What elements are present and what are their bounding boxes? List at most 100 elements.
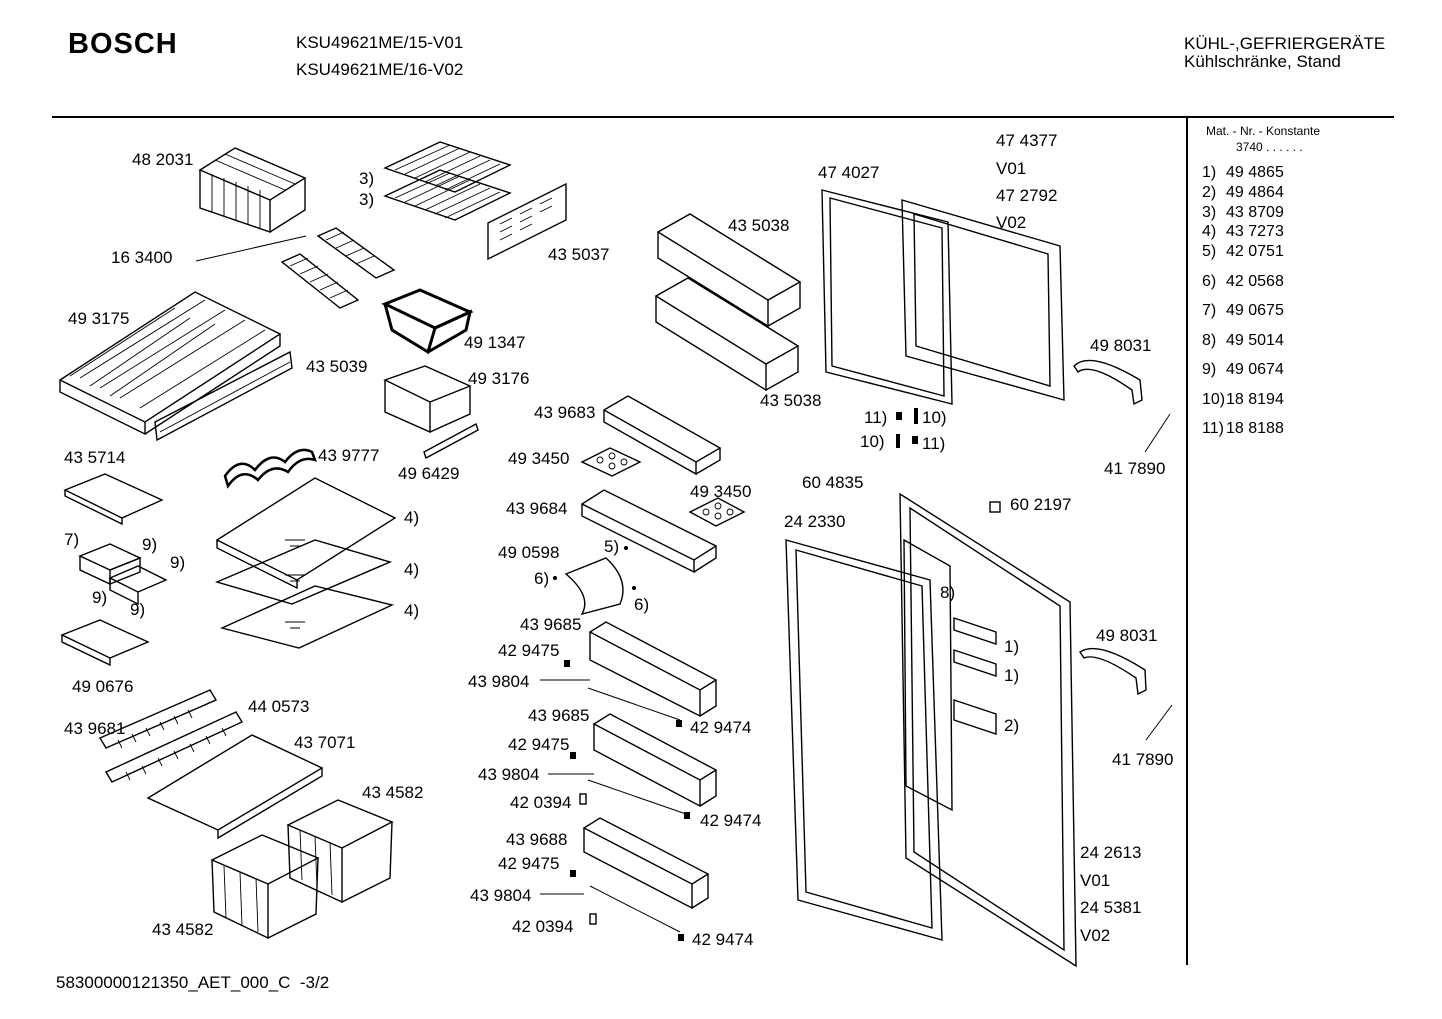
- legend-divider: [1186, 117, 1188, 965]
- label-439685-a: 43 9685: [520, 615, 581, 634]
- legend-key: 8): [1202, 332, 1217, 349]
- glass-plate-437071-drawing: [146, 734, 324, 840]
- fridge-door-drawing: [785, 492, 1077, 968]
- label-417890-top: 41 7890: [1104, 459, 1165, 478]
- label-490676: 49 0676: [72, 677, 133, 696]
- label-490598: 49 0598: [498, 543, 559, 562]
- label-note-7: 7): [64, 530, 79, 549]
- label-note-1-b: 1): [1004, 666, 1019, 685]
- legend-part-number: 42 0751: [1226, 243, 1284, 260]
- label-602197: 60 2197: [1010, 495, 1071, 514]
- label-429474-b: 42 9474: [700, 811, 761, 830]
- handle-496429-drawing: [423, 422, 479, 460]
- label-439804-c: 43 9804: [470, 886, 531, 905]
- label-v02-top: V02: [996, 213, 1026, 232]
- legend-key: 2): [1202, 184, 1217, 201]
- glass-shelves-drawing: [214, 477, 397, 649]
- label-note-9-a: 9): [142, 535, 157, 554]
- flap-490598-drawing: [564, 557, 624, 616]
- legend-part-number: 49 0674: [1226, 361, 1284, 378]
- label-439777: 43 9777: [318, 446, 379, 465]
- rack-482031-drawing: [198, 147, 307, 233]
- legend-key: 7): [1202, 302, 1217, 319]
- legend-part-number: 43 8709: [1226, 204, 1284, 221]
- label-163400: 16 3400: [111, 248, 172, 267]
- label-493175: 49 3175: [68, 309, 129, 328]
- drawer-493175-drawing: [58, 291, 282, 436]
- tray-491347-drawing: [381, 288, 474, 355]
- organizer-439684-drawing: [580, 489, 718, 574]
- document-code: 58300000121350_AET_000_C: [56, 973, 291, 992]
- label-474377: 47 4377: [996, 131, 1057, 150]
- legend-part-number: 42 0568: [1226, 273, 1284, 290]
- ice-trays-drawing: [195, 227, 396, 309]
- legend-item: 1)49 4865: [1202, 164, 1284, 182]
- legend-part-number: 18 8194: [1226, 391, 1284, 408]
- strip-435039-drawing: [154, 350, 293, 442]
- label-v01-bottom: V01: [1080, 871, 1110, 890]
- label-note-4-b: 4): [404, 560, 419, 579]
- label-note-9-b: 9): [170, 553, 185, 572]
- label-note-9-c: 9): [92, 588, 107, 607]
- label-435714: 43 5714: [64, 448, 125, 467]
- label-v02-bottom: V02: [1080, 926, 1110, 945]
- label-note-10-b: 10): [860, 432, 885, 451]
- legend-item: 8)49 5014: [1202, 332, 1284, 350]
- page-number: -3/2: [299, 973, 330, 992]
- label-note-11-a: 11): [864, 408, 887, 427]
- hinge-screws-drawing: [896, 408, 918, 448]
- label-note-5: 5): [604, 537, 619, 556]
- grille-shelves-drawing: [383, 141, 512, 221]
- document-footer: 58300000121350_AET_000_C -3/2: [56, 973, 329, 993]
- legend-item: 9)49 0674: [1202, 361, 1284, 379]
- label-496429: 49 6429: [398, 464, 459, 483]
- legend-key: 5): [1202, 243, 1217, 260]
- bottle-rack-439777-drawing: [223, 448, 318, 489]
- compartments-drawing: [78, 543, 168, 606]
- label-498031-bottom: 49 8031: [1096, 626, 1157, 645]
- legend-key: 11): [1202, 420, 1224, 437]
- label-435038-a: 43 5038: [728, 216, 789, 235]
- label-435037: 43 5037: [548, 245, 609, 264]
- label-493450-b: 49 3450: [690, 482, 751, 501]
- legend-item: 5) 42 0751: [1202, 243, 1284, 261]
- label-440573: 44 0573: [248, 697, 309, 716]
- box-493176-drawing: [383, 365, 472, 434]
- label-242330: 24 2330: [784, 512, 845, 531]
- label-429474-a: 42 9474: [690, 718, 751, 737]
- door-bin-2-drawing: [548, 713, 718, 815]
- legend-part-number: 43 7273: [1226, 223, 1284, 240]
- legend-part-number: 49 0675: [1226, 302, 1284, 319]
- label-435038-b: 43 5038: [760, 391, 821, 410]
- legend-item: 2) 49 4864: [1202, 184, 1284, 202]
- label-429475-b: 42 9475: [508, 735, 569, 754]
- label-439681: 43 9681: [64, 719, 125, 738]
- label-245381: 24 5381: [1080, 898, 1141, 917]
- label-493176: 49 3176: [468, 369, 529, 388]
- label-417890-bottom: 41 7890: [1112, 750, 1173, 769]
- legend-part-number: 49 4864: [1226, 184, 1284, 201]
- handle-498031-top-drawing: [1073, 359, 1143, 406]
- bin-439683-drawing: [602, 395, 722, 476]
- label-482031: 48 2031: [132, 150, 193, 169]
- small-clips-drawing: [553, 546, 690, 941]
- label-439684: 43 9684: [506, 499, 567, 518]
- legend-part-number: 49 4865: [1226, 164, 1284, 181]
- label-498031-top: 49 8031: [1090, 336, 1151, 355]
- label-429475-c: 42 9475: [498, 854, 559, 873]
- label-434582-b: 43 4582: [152, 920, 213, 939]
- model-number-2: KSU49621ME/16-V02: [296, 60, 464, 79]
- label-472792: 47 2792: [996, 186, 1057, 205]
- legend-key: 10): [1202, 391, 1226, 408]
- panel-435037-drawing: [487, 182, 567, 261]
- brand-logo: BOSCH: [68, 28, 178, 60]
- label-429475-a: 42 9475: [498, 641, 559, 660]
- label-note-1-a: 1): [1004, 637, 1019, 656]
- label-note-6-a: 6): [534, 569, 549, 588]
- label-604835: 60 4835: [802, 473, 863, 492]
- legend-item: 4) 43 7273: [1202, 223, 1284, 241]
- legend-key: 4): [1202, 223, 1217, 240]
- cube-602197-drawing: [989, 501, 1001, 513]
- label-493450-a: 49 3450: [508, 449, 569, 468]
- label-note-3-b: 3): [359, 190, 374, 209]
